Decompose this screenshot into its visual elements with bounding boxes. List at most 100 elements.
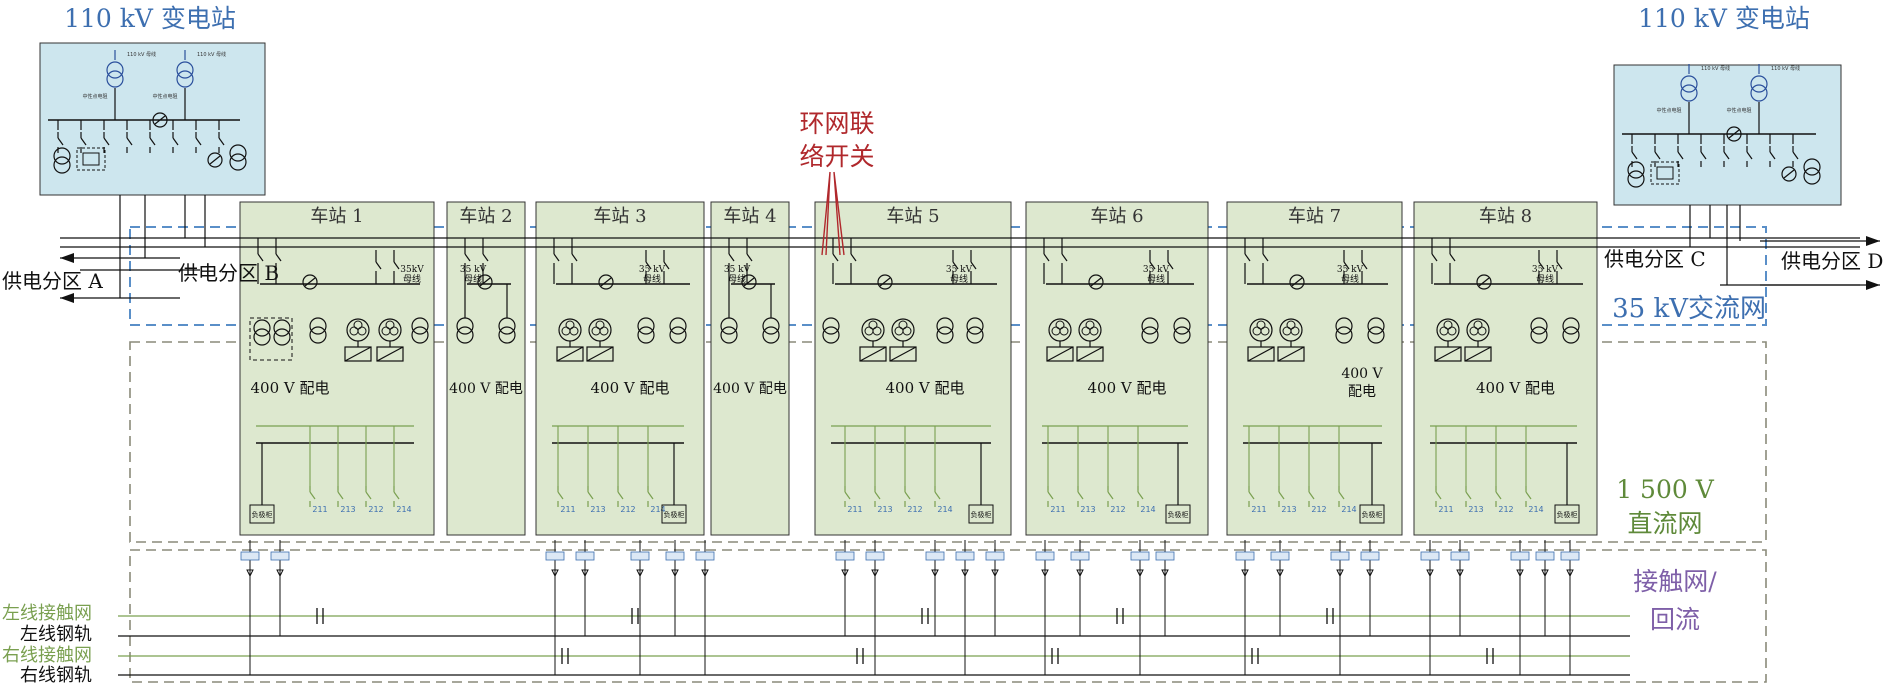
transformer-icon: [229, 144, 247, 171]
switch-icon: [663, 256, 670, 277]
switch-icon: [1248, 486, 1255, 507]
supply-zone-b-label: 供电分区 B: [178, 261, 279, 285]
wire: [309, 491, 316, 500]
switch-icon: [1244, 248, 1251, 269]
negative-cabinet-label: 负极柜: [1557, 510, 1578, 519]
wire: [586, 346, 614, 362]
wire: [218, 137, 225, 146]
arrow-icon: [1076, 569, 1084, 578]
wire: [600, 277, 612, 287]
substation-left-title: 110 kV 变电站: [64, 4, 236, 33]
transformer-icon: [1750, 75, 1768, 102]
wire: [103, 137, 110, 146]
wire: [1248, 491, 1255, 500]
wire: [1277, 346, 1305, 362]
wire: [1361, 261, 1368, 270]
wire: [393, 491, 400, 500]
station-title: 车站 3: [593, 206, 646, 227]
switch-icon: [647, 486, 654, 507]
switch-icon: [1361, 256, 1368, 277]
arrow-icon: [1241, 569, 1249, 578]
switch-icon: [645, 256, 652, 277]
arrow-icon: [581, 569, 589, 578]
sectionalizer-box: [835, 551, 855, 561]
wire: [859, 346, 887, 362]
switch-icon: [934, 486, 941, 507]
switch-icon: [1343, 256, 1350, 277]
station-title: 车站 6: [1090, 206, 1143, 227]
catenary-label-line1: 接触网/: [1633, 567, 1717, 596]
rail-drop: [925, 540, 945, 636]
arrow-icon: [1041, 569, 1049, 578]
wire: [1167, 261, 1174, 270]
switch-icon: [1043, 248, 1050, 269]
switch-icon: [309, 486, 316, 507]
transformer-icon: [966, 317, 984, 344]
sectionalizer-box: [1330, 551, 1350, 561]
arrow-icon: [1336, 569, 1344, 578]
switch-icon: [393, 486, 400, 507]
feeder-number: 211: [560, 505, 575, 514]
wire: [1435, 491, 1442, 500]
feeder-number: 212: [1498, 505, 1513, 514]
wire: [1677, 151, 1684, 160]
switch-icon: [149, 132, 156, 153]
wire: [1654, 151, 1661, 160]
station-title: 车站 2: [459, 206, 512, 227]
wire: [1308, 491, 1315, 500]
switch-icon: [952, 256, 959, 277]
wire: [647, 491, 654, 500]
capacitor-icon: [561, 648, 569, 664]
rail-drop: [1450, 540, 1470, 636]
rail-drop: [1155, 540, 1175, 636]
rectifier-transformer-icon: [376, 318, 404, 362]
lv-distribution-label: 400 V: [1341, 366, 1383, 382]
station-title: 车站 8: [1479, 206, 1532, 227]
arrow-icon: [551, 569, 559, 578]
rail-drop: [1535, 540, 1555, 636]
sectionalizer-box: [665, 551, 685, 561]
lv-distribution-label: 400 V 配电: [449, 381, 523, 397]
wire: [1046, 346, 1074, 362]
lv-distribution-label: 配电: [1348, 384, 1376, 400]
arrow-icon: [991, 569, 999, 578]
sectionalizer-box: [1510, 551, 1530, 561]
wire: [728, 253, 735, 262]
rectifier-transformer-icon: [344, 318, 372, 362]
arrow-icon: [701, 569, 709, 578]
busbar-label: 母线: [1341, 273, 1359, 285]
regulator-icon: [741, 274, 757, 290]
feeder-number: 212: [620, 505, 635, 514]
wire: [344, 346, 372, 362]
switch-icon: [1449, 248, 1456, 269]
wire: [1792, 151, 1799, 160]
sectionalizer-box: [630, 551, 650, 561]
sectionalizer-box: [695, 551, 715, 561]
rail-drop: [1360, 540, 1380, 636]
transformer-icon: [1562, 317, 1580, 344]
transformer-icon: [1803, 158, 1821, 185]
rail-drop: [985, 540, 1005, 636]
rail-drop: [665, 540, 685, 636]
tiny-label: 中性点电阻: [1656, 107, 1681, 114]
switch-icon: [1435, 486, 1442, 507]
wire: [1076, 346, 1104, 362]
wire: [149, 137, 156, 146]
wire: [126, 137, 133, 146]
ring-switch-label-line1: 环网联: [799, 109, 874, 138]
wire: [571, 253, 578, 262]
switch-icon: [617, 486, 624, 507]
rail-label-left-rail: 左线钢轨: [20, 624, 92, 645]
arrow-icon: [671, 569, 679, 578]
switch-icon: [728, 248, 735, 269]
rectifier-transformer-icon: [1046, 318, 1074, 362]
busbar-label: 35 kV: [460, 265, 487, 275]
arrow-icon: [931, 569, 939, 578]
capacitor-icon: [1486, 648, 1494, 664]
